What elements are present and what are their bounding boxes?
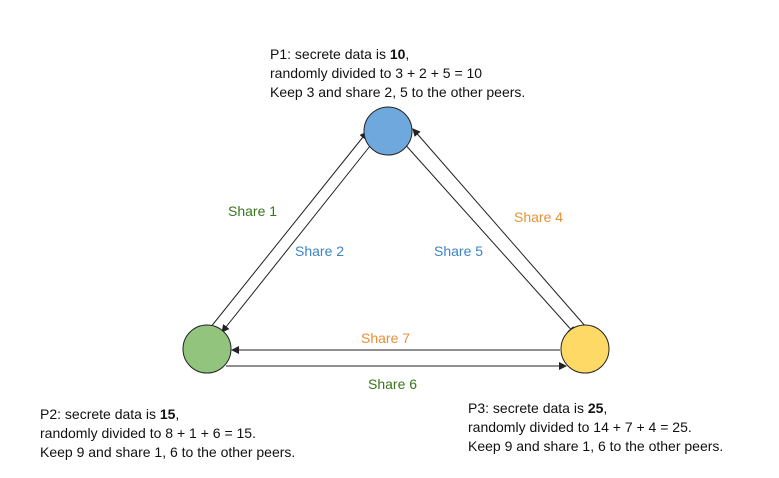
p2-caption-line1: P2: secrete data is 15,: [40, 406, 180, 422]
p1-caption-line3: Keep 3 and share 2, 5 to the other peers…: [270, 84, 526, 100]
node-p3: [560, 324, 610, 374]
p3-caption: P3: secrete data is 25, randomly divided…: [468, 399, 723, 456]
p2-caption-line3: Keep 9 and share 1, 6 to the other peers…: [40, 444, 296, 460]
p1-caption: P1: secrete data is 10, randomly divided…: [270, 45, 525, 102]
node-p1: [363, 106, 413, 156]
share-2-label: Share 2: [295, 243, 344, 259]
p3-caption-line1: P3: secrete data is 25,: [468, 400, 608, 416]
node-p2: [182, 324, 232, 374]
p1-caption-line2: randomly divided to 3 + 2 + 5 = 10: [270, 65, 483, 81]
p1-caption-line1: P1: secrete data is 10,: [270, 46, 410, 62]
p2-caption-line2: randomly divided to 8 + 1 + 6 = 15.: [40, 425, 256, 441]
share-6-label: Share 6: [368, 376, 417, 392]
p3-caption-line3: Keep 9 and share 1, 6 to the other peers…: [468, 438, 724, 454]
share-4-label: Share 4: [514, 209, 563, 225]
share-1-label: Share 1: [228, 203, 277, 219]
share-7-label: Share 7: [361, 330, 410, 346]
arrow-share-4: [412, 128, 587, 328]
arrow-share-1: [209, 131, 368, 329]
arrow-share-5: [401, 140, 576, 335]
arrow-share-2: [221, 140, 375, 333]
p3-caption-line2: randomly divided to 14 + 7 + 4 = 25.: [468, 419, 692, 435]
p2-caption: P2: secrete data is 15, randomly divided…: [40, 405, 295, 462]
share-5-label: Share 5: [434, 243, 483, 259]
